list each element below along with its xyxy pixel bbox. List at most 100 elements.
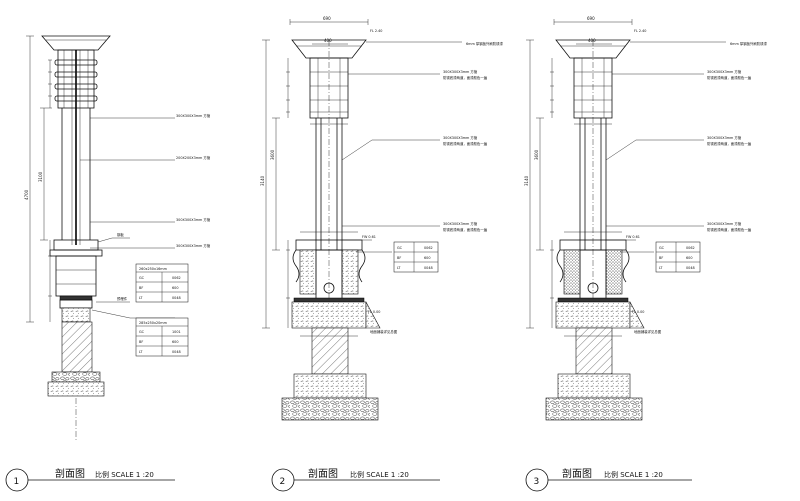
view-1-table-1-header: 260x250x16mm [139,267,168,271]
view-1-table-2-v2: 0048 [172,350,181,354]
view-2-title-block: 2 剖面图 比例 SCALE 1 :20 [271,467,440,492]
view-3-cap [555,39,631,59]
view-2-legend-table: GC 0062 BF 600 LT 0048 [393,241,439,273]
view-1-table-2-v1: 600 [172,340,178,344]
view-2-table-k0: GC [397,246,403,250]
view-3-level-top: FL 2.40 [634,29,646,33]
view-3-legend-table: GC 0062 BF 600 LT 0048 [655,241,701,273]
view-2-table-v1: 600 [424,256,430,260]
view-1-table-2-k0: GC [139,330,145,334]
view-3-callout-fw: FW 0.61 [626,235,640,239]
view-2-number: 2 [280,477,286,487]
view-1-table-2-k2: LT [139,350,143,354]
view-2-fixture [323,282,335,294]
view-3-callout-plate: 6mm 厚钢板外刷防锈漆 [730,41,768,46]
view-1-table-1-v2: 0048 [172,296,181,300]
view-2-top-dim: 690 [323,16,331,21]
view-3-title: 剖面图 [562,467,592,480]
view-1-table-1-v0: 0062 [172,276,181,280]
view-3-scale: 比例 SCALE 1 :20 [604,470,663,479]
view-1-column: 4700 3100 钢板 预埋件 [24,35,211,440]
view-1-tick-dims [48,59,52,322]
view-3-number: 3 [534,477,540,487]
view-1-table-1-k2: LT [139,296,143,300]
view-3-slab [557,373,631,399]
view-2-scale: 比例 SCALE 1 :20 [350,470,409,479]
view-3-table-k0: GC [659,246,665,250]
view-3-foot-note: 地面铺装详见总图 [634,329,662,334]
view-1-dim-total: 4700 [24,189,29,200]
view-1-table-1-v1: 600 [172,286,178,290]
view-1-cap [41,35,111,51]
view-2-table-k2: LT [397,266,401,270]
view-2-level-top: FL 2.40 [370,29,382,33]
view-2-note-2: 防锈底漆两道，面漆颜色一遍 [443,141,488,146]
view-1-gravel-bed [51,371,101,383]
view-3-gravel-bed [545,397,643,421]
view-2-table-v2: 0048 [424,266,433,270]
view-2-gravel-bed [281,397,379,421]
view-2-callout-2: 300X300X3mm 方管 [443,135,478,140]
view-2-callout-plate: 6mm 厚钢板外刷防锈漆 [466,41,504,46]
view-1-footing [61,321,93,373]
view-2-tick-dims [286,58,358,337]
view-3-note-2: 防锈底漆两道，面漆颜色一遍 [707,141,752,146]
view-2-slab [293,373,367,399]
view-3-callout-2: 300X300X3mm 方管 [707,135,742,140]
view-3-note-3: 防锈底漆两道，面漆颜色一遍 [707,227,752,232]
view-2-dim-mid: 3600 [270,149,275,160]
view-2-note-3: 防锈底漆两道，面漆颜色一遍 [443,227,488,232]
view-3-table-k2: LT [659,266,663,270]
view-1-title: 剖面图 [55,467,85,480]
view-1-table-2-k1: BF [139,340,143,344]
view-2-note-1: 防锈底漆两道，面漆颜色一遍 [443,75,488,80]
view-3-inner-dim: 400 [588,38,596,43]
view-3-callout-3: 300X300X3mm 方管 [707,221,742,226]
view-1-table-1-k1: BF [139,286,143,290]
view-1-table-2-header: 285x250x20mm [139,321,168,325]
view-3-column: 690 400 FL 2.40 3140 [524,16,768,421]
view-2-column: 690 400 FL 2.40 31 [260,16,504,421]
view-1-callout-embed: 预埋件 [117,296,128,301]
view-3-tick-dims [550,58,622,337]
view-1-callout-3: 300X300X3mm 方管 [176,217,211,222]
view-3-table-k1: BF [659,256,663,260]
view-2-callout-fw: FW 0.61 [362,235,376,239]
view-3-level-base: FL 0.00 [632,310,644,314]
view-2-table-k1: BF [397,256,401,260]
view-3-footing [575,327,613,375]
view-1-table-1-k0: GC [139,276,145,280]
view-3-callout-1: 300X300X3mm 方管 [707,69,742,74]
view-3-top-dim: 690 [587,16,595,21]
view-1-number: 1 [14,477,20,487]
view-3-note-1: 防锈底漆两道，面漆颜色一遍 [707,75,752,80]
view-1-legend-table-1: 260x250x16mm GC 0062 BF 600 LT 0048 [135,263,189,303]
view-1-dim-mid: 3100 [38,171,43,182]
view-1-table-2-v0: 1001 [172,330,181,334]
view-1-callout-plate: 钢板 [117,232,124,237]
view-3-dim-mid: 3600 [534,149,539,160]
view-3-table-v2: 0048 [686,266,695,270]
view-2-inner-dim: 400 [324,38,332,43]
view-2-title: 剖面图 [308,467,338,480]
view-1-rings [54,59,98,102]
view-1-callout-2: 200X200X3mm 方管 [176,155,211,160]
view-3-table-v1: 600 [686,256,692,260]
view-2-table-v0: 0062 [424,246,433,250]
view-1-scale: 比例 SCALE 1 :20 [95,470,154,479]
view-2-cap [291,39,367,59]
view-1-legend-table-2: 285x250x20mm GC 1001 BF 600 LT 0048 [135,317,189,357]
view-2-callout-1: 300X300X3mm 方管 [443,69,478,74]
view-3-table-v0: 0062 [686,246,695,250]
view-2-callout-3: 300X300X3mm 方管 [443,221,478,226]
view-3-title-block: 3 剖面图 比例 SCALE 1 :20 [525,467,692,492]
view-2-level-base: FL 0.00 [368,310,380,314]
view-3-dim-total: 3140 [524,175,529,186]
view-1-base-body [55,255,97,297]
view-2-foot-note: 地面铺装详见总图 [370,329,398,334]
view-1-callout-4: 300X300X3mm 方管 [176,243,211,248]
view-1-base-slab [47,381,105,397]
view-1-callout-1: 300X300X3mm 方管 [176,113,211,118]
view-3-leaders [605,41,726,253]
